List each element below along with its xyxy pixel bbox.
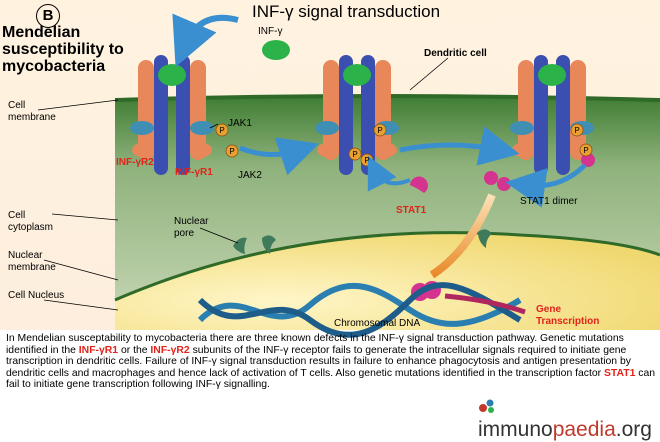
- panel-badge: B: [36, 4, 60, 28]
- label-gene-transcription: Gene Transcription: [536, 304, 600, 327]
- label-inf-gamma-r1: INF-γR1: [175, 167, 213, 178]
- logo-dots-icon: [479, 399, 494, 414]
- inf-gamma-ligand-3: [538, 64, 566, 86]
- chromosomal-dna-helix: [197, 282, 522, 338]
- caption-part-1: In Mendelian susceptability to mycobacte…: [6, 333, 624, 356]
- phospho-label-2: P: [377, 126, 382, 135]
- label-cell-membrane: Cell membrane: [8, 100, 56, 123]
- figure-caption: In Mendelian susceptability to mycobacte…: [6, 333, 656, 391]
- phospho-label-3: P: [364, 156, 369, 165]
- stat1-recruit-arrow: [367, 155, 411, 192]
- side-heading: Mendelian susceptibility to mycobacteria: [2, 24, 124, 75]
- inf-gamma-free-ligand: [262, 40, 290, 60]
- label-nuclear-pore: Nuclear pore: [174, 216, 209, 239]
- label-nuclear-membrane: Nuclear membrane: [8, 250, 56, 273]
- caption-stat1: STAT1: [604, 367, 636, 379]
- caption-inf-r2: INF-γR2: [150, 344, 190, 356]
- inf-gamma-ligand-2: [343, 64, 371, 86]
- caption-part-4: can fail to initiate gene transcription …: [6, 367, 656, 391]
- phospho-label-5: P: [574, 126, 579, 135]
- label-leaders: [37, 57, 449, 311]
- label-jak2: JAK2: [238, 170, 262, 181]
- phospho-label-1: P: [229, 147, 234, 156]
- caption-part-2: or the: [118, 344, 151, 356]
- label-chromosomal-dna: Chromosomal DNA: [334, 318, 421, 329]
- site-logo: immunopaedia.org: [478, 394, 660, 442]
- label-jak1: JAK1: [228, 118, 252, 129]
- caption-inf-r1: INF-γR1: [78, 344, 119, 356]
- transcription-arrow: [444, 293, 526, 315]
- inf-gamma-ligand-1: [158, 64, 186, 86]
- nuclear-import-arrow: [429, 193, 496, 279]
- nuclear-membrane: [114, 231, 660, 302]
- logo-text-pre: immuno: [478, 418, 553, 441]
- activation-arrow-1: [239, 137, 319, 176]
- logo-text-post: .org: [615, 418, 652, 441]
- nuclear-pores: [233, 229, 492, 254]
- activation-arrow-2: [399, 126, 520, 166]
- nucleus-region: [115, 232, 660, 330]
- phospho-markers: [215, 123, 593, 167]
- receptor-complex-1: [130, 55, 214, 175]
- label-cell-cytoplasm: Cell cytoplasm: [8, 210, 54, 233]
- ligand-binding-arrow: [172, 13, 239, 68]
- label-stat1-dimer: STAT1 dimer: [520, 196, 578, 207]
- logo-text-accent: paedia: [552, 418, 616, 441]
- label-inf-gamma-r2: INF-γR2: [116, 157, 154, 168]
- label-stat1: STAT1: [396, 205, 427, 216]
- dimer-release-arrow: [505, 163, 587, 208]
- label-cell-nucleus: Cell Nucleus: [8, 290, 65, 301]
- stat1-monomer: [410, 176, 428, 193]
- diagram-title: INF-γ signal transduction: [252, 2, 441, 21]
- stat1-bound: [581, 153, 595, 167]
- phospho-label-6: P: [583, 146, 588, 155]
- caption-part-3: subunits of the INF-γ receptor fails to …: [6, 344, 631, 379]
- phospho-label-4: P: [352, 150, 357, 159]
- phospho-label-0: P: [219, 126, 224, 135]
- label-inf-gamma: INF-γ: [258, 26, 283, 37]
- label-dendritic-cell: Dendritic cell: [424, 48, 487, 59]
